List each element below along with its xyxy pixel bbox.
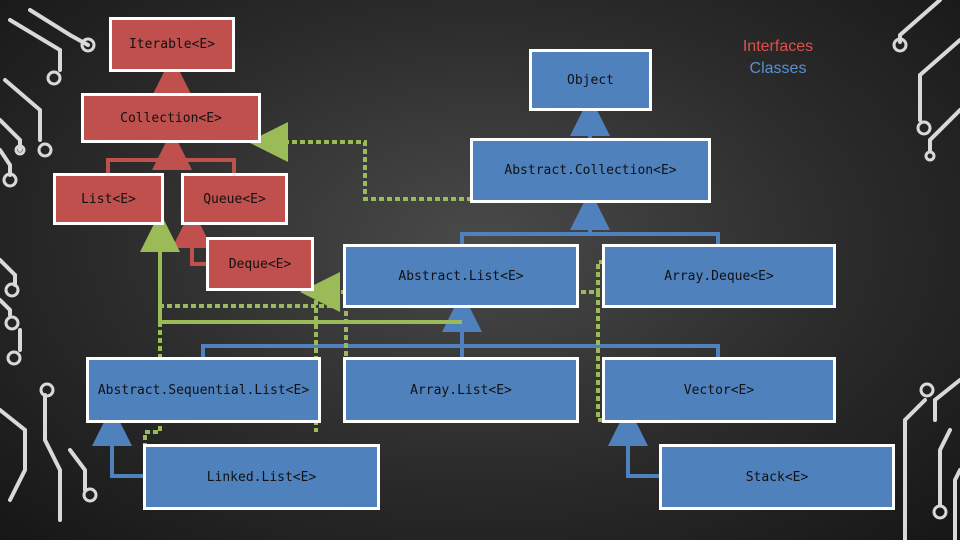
edge-list-queue-collection (106, 150, 236, 176)
node-array-deque: Array.Deque<E> (602, 244, 836, 308)
edge-abstractlist-arraydeque-abstractcollection (460, 210, 720, 244)
edge-stack-vector (608, 406, 662, 478)
edge-abstractcollection-collection (248, 122, 472, 201)
node-abstract-list: Abstract.List<E> (343, 244, 579, 308)
node-queue: Queue<E> (181, 173, 288, 225)
legend-interfaces: Interfaces (742, 38, 814, 55)
edge-linkedlist-abstractsequentiallist (92, 406, 146, 478)
edge-deque-queue (172, 208, 212, 266)
edge-abstractlist-list-dashed (596, 292, 620, 422)
node-collection: Collection<E> (81, 93, 261, 143)
node-vector: Vector<E> (602, 357, 836, 423)
edge-arraydeque-deque (300, 260, 604, 312)
node-list: List<E> (53, 173, 164, 225)
node-iterable: Iterable<E> (109, 17, 235, 72)
legend: Interfaces Classes (700, 36, 856, 80)
node-abstract-collection: Abstract.Collection<E> (470, 138, 711, 203)
legend-classes: Classes (749, 60, 807, 77)
node-object: Object (529, 49, 652, 111)
node-deque: Deque<E> (206, 237, 314, 291)
node-stack: Stack<E> (659, 444, 895, 510)
node-array-list: Array.List<E> (343, 357, 579, 423)
node-abstract-sequential-list: Abstract.Sequential.List<E> (86, 357, 321, 423)
edge-subclasses-abstractlist (201, 312, 720, 358)
node-linked-list: Linked.List<E> (143, 444, 380, 510)
